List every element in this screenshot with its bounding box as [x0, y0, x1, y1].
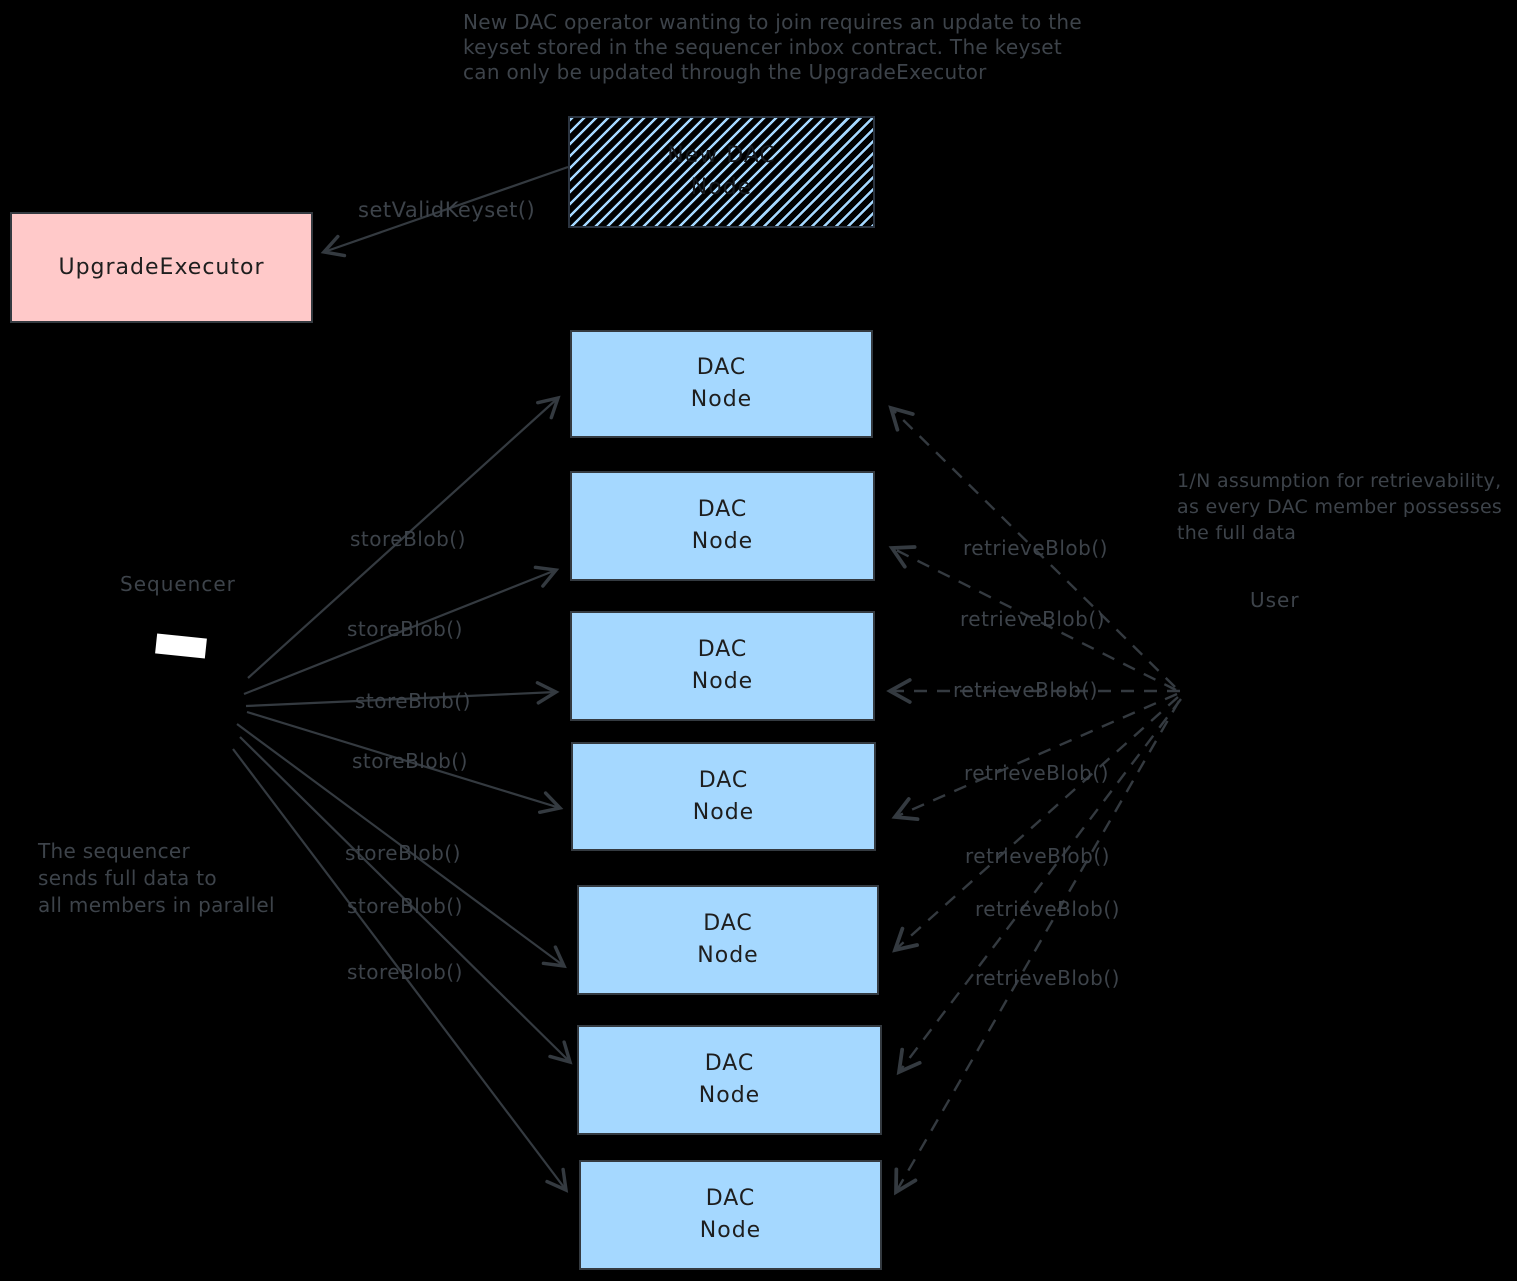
dac-node-box-1: DAC Node [570, 330, 873, 438]
new-dac-node-box: New DAC Node [568, 116, 875, 228]
store-blob-label-4: storeBlob() [352, 749, 468, 773]
dac-node-box-5: DAC Node [577, 885, 879, 995]
dac-node-label-line2: Node [691, 669, 754, 694]
dac-node-label: DAC Node [691, 352, 752, 416]
dac-node-label: DAC Node [699, 1048, 760, 1112]
sequencer-label: Sequencer [120, 572, 236, 596]
store-blob-label-1: storeBlob() [350, 527, 466, 551]
dac-node-label: DAC Node [700, 1183, 761, 1247]
note-line: the full data [1177, 522, 1297, 544]
note-line: New DAC operator wanting to join require… [463, 10, 1082, 34]
dac-node-label-line1: DAC [697, 637, 748, 662]
retrieve-blob-label-4: retrieveBlob() [964, 761, 1109, 785]
dac-node-label-line2: Node [691, 529, 754, 554]
note-line: keyset stored in the sequencer inbox con… [463, 35, 1063, 59]
retrieve-blob-label-7: retrieveBlob() [975, 966, 1120, 990]
retrieve-blob-label-3: retrieveBlob() [953, 678, 1098, 702]
dac-node-label: DAC Node [693, 765, 754, 829]
upgrade-executor-box: UpgradeExecutor [10, 212, 313, 323]
dac-node-label: DAC Node [692, 634, 753, 698]
user-label: User [1250, 588, 1300, 612]
keyset-update-note: New DAC operator wanting to join require… [463, 10, 1082, 85]
note-line: The sequencer [38, 839, 191, 863]
dac-node-label-line2: Node [697, 943, 759, 968]
retrieve-blob-arrow-4 [891, 692, 1178, 822]
parallel-send-note: The sequencer sends full data to all mem… [38, 838, 275, 919]
dac-node-label-line1: DAC [696, 355, 747, 380]
new-dac-node-label-line2: Node [690, 175, 753, 200]
set-valid-keyset-label: setValidKeyset() [358, 198, 536, 222]
dac-node-label-line1: DAC [697, 497, 748, 522]
dac-node-label-line1: DAC [698, 767, 749, 793]
store-blob-label-6: storeBlob() [347, 894, 463, 918]
sequencer-laptop-screen-icon [155, 633, 207, 659]
retrieve-blob-label-5: retrieveBlob() [965, 844, 1110, 868]
dac-node-label-line2: Node [699, 1218, 762, 1243]
store-blob-label-3: storeBlob() [355, 689, 471, 713]
retrieve-blob-label-2: retrieveBlob() [960, 607, 1105, 631]
dac-node-label-line1: DAC [705, 1186, 756, 1211]
retrieve-blob-arrow-6 [896, 698, 1182, 1076]
dac-node-box-3: DAC Node [570, 611, 875, 721]
dac-node-box-7: DAC Node [579, 1160, 882, 1270]
note-line: all members in parallel [38, 893, 275, 917]
dac-node-label-line1: DAC [703, 911, 753, 936]
retrieve-blob-label-1: retrieveBlob() [963, 536, 1108, 560]
new-dac-node-label-line1: New DAC [667, 143, 776, 168]
dac-node-box-2: DAC Node [570, 471, 875, 581]
dac-node-label: DAC Node [697, 908, 758, 972]
store-blob-label-2: storeBlob() [347, 617, 463, 641]
dac-node-label-line2: Node [690, 387, 753, 412]
upgrade-executor-label: UpgradeExecutor [58, 254, 265, 280]
dac-node-label-line1: DAC [704, 1051, 755, 1076]
dac-node-label: DAC Node [692, 494, 753, 558]
dac-node-label-line2: Node [692, 799, 755, 825]
store-blob-label-7: storeBlob() [347, 960, 463, 984]
dac-node-box-6: DAC Node [577, 1025, 882, 1135]
note-line: can only be updated through the UpgradeE… [463, 60, 987, 84]
dac-node-box-4: DAC Node [571, 742, 876, 851]
retrieve-blob-label-6: retrieveBlob() [975, 897, 1120, 921]
retrievability-note: 1/N assumption for retrievability, as ev… [1177, 468, 1502, 546]
store-blob-label-5: storeBlob() [345, 841, 461, 865]
dac-node-label-line2: Node [698, 1083, 761, 1108]
new-dac-node-label: New DAC Node [667, 140, 776, 204]
note-line: sends full data to [38, 866, 217, 890]
note-line: 1/N assumption for retrievability, [1177, 470, 1502, 492]
note-line: as every DAC member possesses [1177, 496, 1503, 518]
